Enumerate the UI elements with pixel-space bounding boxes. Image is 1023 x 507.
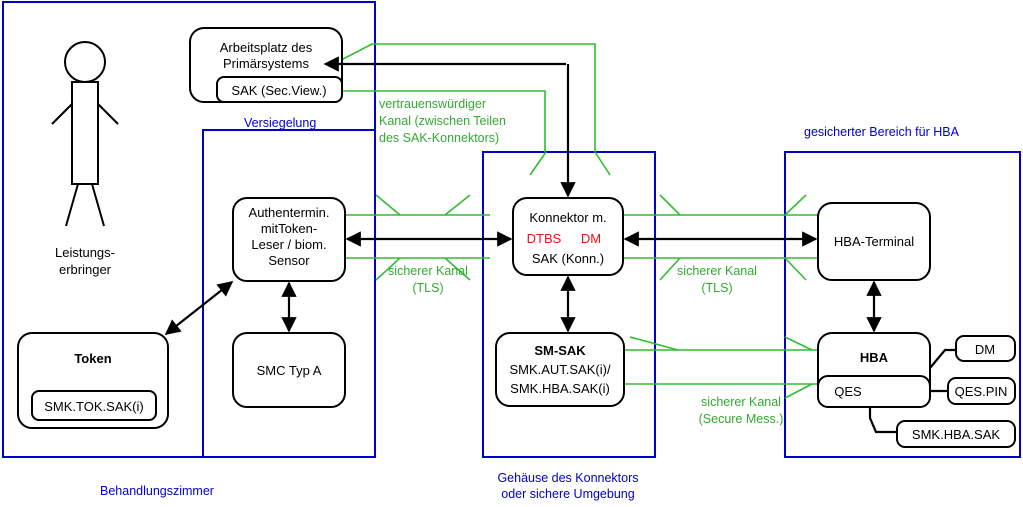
trusted-channel-label-2: Kanal (zwischen Teilen <box>379 114 506 128</box>
konnektor-dtbs-label: DTBS <box>527 231 562 246</box>
smc-label: SMC Typ A <box>257 363 322 378</box>
hba-title: HBA <box>860 350 889 365</box>
konnektor-label-line1: Konnektor m. <box>529 210 606 225</box>
gehaeuse-label-line2: oder sichere Umgebung <box>501 487 634 501</box>
smk-tok-sak-label: SMK.TOK.SAK(i) <box>44 399 143 414</box>
qes-label: QES <box>834 384 862 399</box>
smc-box <box>232 332 346 408</box>
tls-right-label-1: sicherer Kanal <box>677 264 757 278</box>
authenterminal-label-line2: mitToken- <box>261 221 317 236</box>
trusted-channel-line-upper <box>317 43 596 152</box>
dm-box <box>955 335 1016 362</box>
trusted-channel-label-3: des SAK-Konnektors) <box>379 131 499 145</box>
person-icon <box>51 41 119 227</box>
versiegelung-label: Versiegelung <box>244 116 316 130</box>
hba-secure-region <box>784 151 1021 458</box>
sak-secview-box <box>216 76 343 103</box>
leistungserbringer-label-line2: erbringer <box>59 262 112 277</box>
qes-pin-label: QES.PIN <box>955 384 1008 399</box>
authenterminal-label-line1: Authentermin. <box>249 205 330 220</box>
arbeitsplatz-label-line2: Primärsystems <box>223 56 309 71</box>
trusted-channel-label-1: vertrauenswürdiger <box>379 97 486 111</box>
smsak-title: SM-SAK <box>534 343 586 358</box>
leistungserbringer-label-line1: Leistungs- <box>55 245 115 260</box>
token-title: Token <box>74 351 111 366</box>
qes-pin-box <box>947 377 1016 405</box>
dm-label: DM <box>975 342 995 357</box>
green-channel-lines <box>317 43 818 399</box>
arrow-token-authenterminal <box>164 281 234 335</box>
behandlungszimmer-label: Behandlungszimmer <box>100 484 214 498</box>
hba-bereich-label: gesicherter Bereich für HBA <box>804 125 960 139</box>
smsak-label-line3: SMK.HBA.SAK(i) <box>510 381 610 396</box>
smk-hba-sak-box <box>896 420 1016 448</box>
authenterminal-label-line3: Leser / biom. <box>251 237 326 252</box>
smk-hba-sak-connector <box>868 407 897 434</box>
hba-dm-connector <box>929 348 956 369</box>
smsak-label-line2: SMK.AUT.SAK(i)/ <box>509 362 611 377</box>
secure-mess-label-2: (Secure Mess.) <box>699 412 784 426</box>
arbeitsplatz-label-line1: Arbeitsplatz des <box>220 40 313 55</box>
trusted-channel-line-lower <box>343 90 546 152</box>
gehaeuse-label-line1: Gehäuse des Konnektors <box>497 471 638 485</box>
smk-hba-sak-label: SMK.HBA.SAK <box>912 427 1000 442</box>
sak-secview-label: SAK (Sec.View.) <box>231 83 326 98</box>
hba-terminal-box <box>817 202 931 281</box>
tls-left-label-1: sicherer Kanal <box>388 264 468 278</box>
tls-left-label-2: (TLS) <box>412 281 443 295</box>
hba-terminal-label: HBA-Terminal <box>834 234 914 249</box>
smk-tok-sak-box <box>31 390 157 421</box>
konnektor-label-line3: SAK (Konn.) <box>532 251 604 266</box>
smsak-box <box>495 332 625 407</box>
authenterminal-box <box>232 197 346 282</box>
tls-right-label-2: (TLS) <box>701 281 732 295</box>
konnektor-box <box>512 197 624 276</box>
authenterminal-label-line4: Sensor <box>268 253 310 268</box>
konnektor-dm-label: DM <box>581 231 601 246</box>
secure-mess-label-1: sicherer Kanal <box>701 395 781 409</box>
